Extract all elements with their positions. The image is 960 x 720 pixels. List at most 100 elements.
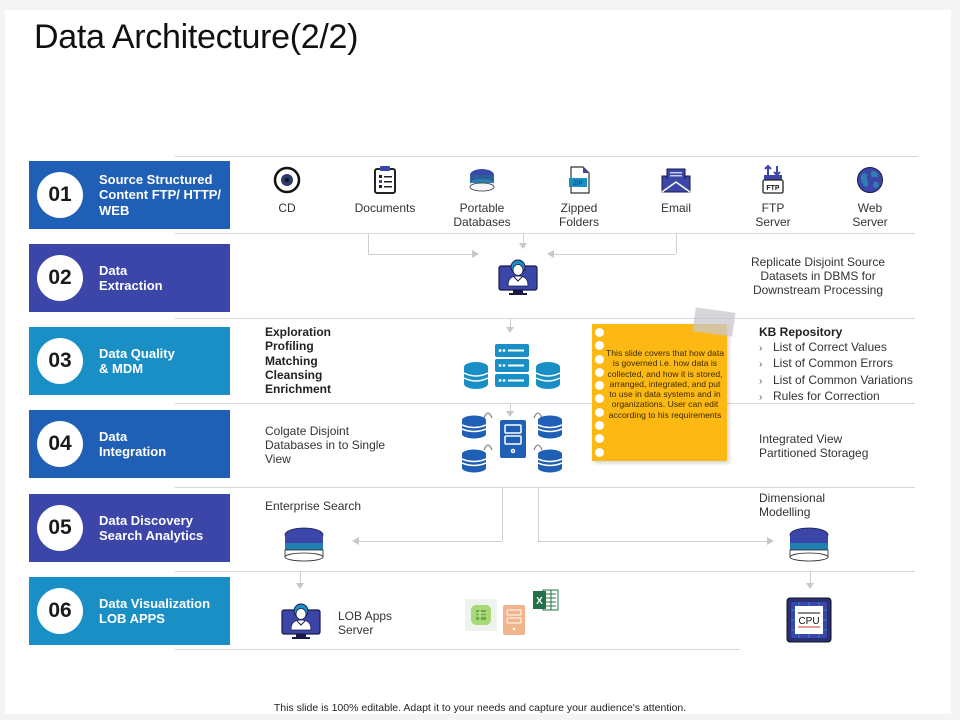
source-label: Portable Databases xyxy=(453,201,511,229)
row-divider xyxy=(175,318,915,319)
source-documents: Documents xyxy=(340,165,430,215)
page-title: Data Architecture(2/2) xyxy=(34,18,359,56)
step-01: 01 Source Structured Content FTP/ HTTP/ … xyxy=(29,161,230,229)
step-05: 05 Data Discovery Search Analytics xyxy=(29,494,230,562)
dimensional-modelling-text: Dimensional Modelling xyxy=(759,491,826,519)
step-label: Data Discovery Search Analytics xyxy=(99,512,204,544)
footer-note: This slide is 100% editable. Adapt it to… xyxy=(273,702,687,714)
step-03: 03 Data Quality & MDM xyxy=(29,327,230,395)
quality-step: Exploration xyxy=(265,325,332,339)
arrow-left-icon xyxy=(547,250,554,258)
connector xyxy=(523,233,524,244)
kb-item: ›List of Common Variations xyxy=(759,373,913,390)
database-icon xyxy=(469,169,495,192)
step-label: Data Integration xyxy=(99,428,167,460)
quality-step: Matching xyxy=(265,353,318,368)
user-monitor-icon xyxy=(281,603,321,639)
row-divider xyxy=(175,487,915,488)
integrated-view-text: Integrated View Partitioned Storageg xyxy=(759,432,869,460)
source-label: Email xyxy=(660,201,691,215)
row-divider xyxy=(175,649,740,650)
kb-item: ›List of Correct Values xyxy=(759,340,913,357)
colgate-text: Colgate Disjoint Databases in to Single … xyxy=(265,424,386,466)
note-text: This slide covers that how data is gover… xyxy=(606,348,724,420)
step-number: 04 xyxy=(37,421,83,467)
quality-step: Cleansing xyxy=(265,367,323,382)
row-divider xyxy=(175,571,915,572)
integration-server-icon xyxy=(461,412,563,473)
arrow-left-icon xyxy=(352,537,359,545)
connector xyxy=(538,487,539,541)
chevron-right-icon: › xyxy=(759,392,763,403)
source-label: Documents xyxy=(354,201,416,215)
enterprise-search-text: Enterprise Search xyxy=(265,499,362,513)
notebook-holes xyxy=(595,328,604,461)
kb-repository: KB Repository ›List of Correct Values ›L… xyxy=(759,325,913,406)
connector xyxy=(368,254,474,255)
connector xyxy=(502,487,503,541)
step-label: Source Structured Content FTP/ HTTP/ WEB xyxy=(99,171,222,218)
svg-text:X: X xyxy=(536,596,543,607)
source-ftp-server: FTP FTP Server xyxy=(728,165,818,229)
step-04: 04 Data Integration xyxy=(29,410,230,478)
step-number: 05 xyxy=(37,505,83,551)
kb-item: ›Rules for Correction xyxy=(759,389,913,406)
row-divider xyxy=(175,233,915,234)
row-divider xyxy=(175,403,915,404)
arrow-down-icon xyxy=(506,327,514,333)
step-label: Data Visualization LOB APPS xyxy=(99,595,211,627)
chevron-right-icon: › xyxy=(759,375,763,387)
arrow-down-icon xyxy=(806,583,814,589)
excel-icon: X xyxy=(533,589,559,611)
connector xyxy=(300,571,301,584)
source-cd: CD xyxy=(242,165,332,215)
step-number: 01 xyxy=(37,172,83,218)
source-label: Web Server xyxy=(852,201,888,229)
chevron-right-icon: › xyxy=(759,342,763,354)
step-06: 06 Data Visualization LOB APPS xyxy=(29,577,230,645)
quality-step: Profiling xyxy=(265,339,314,354)
chevron-right-icon: › xyxy=(759,359,763,370)
cpu-label: CPU xyxy=(798,616,819,627)
arrow-down-icon xyxy=(296,583,304,589)
row-divider xyxy=(175,156,918,157)
source-label: Zipped Folders xyxy=(558,201,599,229)
source-label: FTP Server xyxy=(755,201,791,229)
clipboard-document-icon xyxy=(374,166,396,194)
connector xyxy=(676,233,677,254)
source-label: CD xyxy=(278,201,296,215)
kb-title: KB Repository xyxy=(759,325,843,339)
connector xyxy=(510,318,511,328)
svg-text:ZIP: ZIP xyxy=(573,181,582,187)
arrow-right-icon xyxy=(472,250,479,258)
connector xyxy=(510,403,511,413)
quality-step: Enrichment xyxy=(265,382,332,397)
connector xyxy=(810,571,811,584)
server-databases-icon xyxy=(463,344,561,389)
lob-apps-text: LOB Apps Server xyxy=(338,609,393,637)
source-web-server: Web Server xyxy=(825,165,915,229)
cd-icon xyxy=(273,166,301,194)
envelope-icon xyxy=(661,168,691,193)
step-02: 02 Data Extraction xyxy=(29,244,230,312)
source-portable-databases: Portable Databases xyxy=(437,165,527,229)
connector xyxy=(538,541,768,542)
sticky-note: This slide covers that how data is gover… xyxy=(592,324,727,461)
step-number: 03 xyxy=(37,338,83,384)
quality-steps-list: Exploration Profiling Matching Cleansing… xyxy=(265,325,331,396)
user-monitor-icon xyxy=(498,259,538,295)
database-icon xyxy=(789,527,829,562)
step-number: 06 xyxy=(37,588,83,634)
replicate-text: Replicate Disjoint Source Datasets in DB… xyxy=(750,255,886,297)
connector xyxy=(368,233,369,254)
arrow-right-icon xyxy=(767,537,774,545)
kb-item: ›List of Common Errors xyxy=(759,356,913,373)
cpu-icon: CPU xyxy=(786,597,832,643)
connector xyxy=(553,254,676,255)
step-label: Data Extraction xyxy=(99,262,163,294)
database-icon xyxy=(284,527,324,562)
svg-text:FTP: FTP xyxy=(766,185,780,192)
ftp-server-icon: FTP xyxy=(762,165,784,194)
source-email: Email xyxy=(631,165,721,215)
server-app-icon xyxy=(503,605,525,635)
